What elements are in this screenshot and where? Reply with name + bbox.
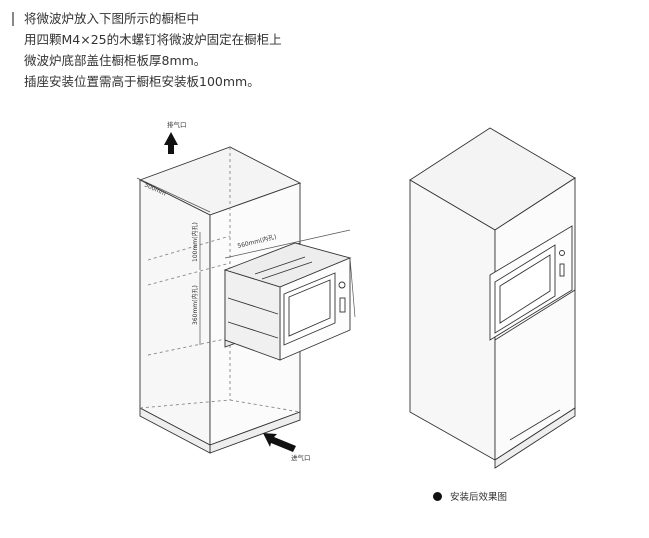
instruction-line-1: 将微波炉放入下图所示的橱柜中 [24, 11, 200, 26]
dim-gap-label: 100mm(内孔) [191, 222, 199, 262]
bullet-dot [433, 491, 442, 501]
intake-arrow [263, 433, 296, 452]
dim-height-label: 360mm(内孔) [191, 285, 199, 325]
caption-text: 安装后效果图 [450, 492, 508, 503]
exhaust-bottom-label: 进气口 [291, 453, 311, 462]
instruction-line-2: 用四颗M4×25的木螺钉将微波炉固定在橱柜上 [24, 32, 282, 47]
exhaust-up-arrow [164, 132, 178, 154]
dimension-lines [136, 177, 356, 345]
result-caption: 安装后效果图 [433, 489, 507, 503]
instruction-line-3: 微波炉底部盖住橱柜板厚8mm。 [24, 53, 207, 68]
instruction-line-4: 插座安装位置需高于橱柜安装板100mm。 [24, 74, 260, 89]
instructions-block: 将微波炉放入下图所示的橱柜中 用四颗M4×25的木螺钉将微波炉固定在橱柜上 微波… [12, 8, 632, 92]
exhaust-top-label: 排气口 [167, 120, 187, 129]
instruction-marker-bar [12, 12, 14, 26]
cabinet-diagram [138, 146, 352, 454]
installed-cabinet [409, 127, 576, 469]
